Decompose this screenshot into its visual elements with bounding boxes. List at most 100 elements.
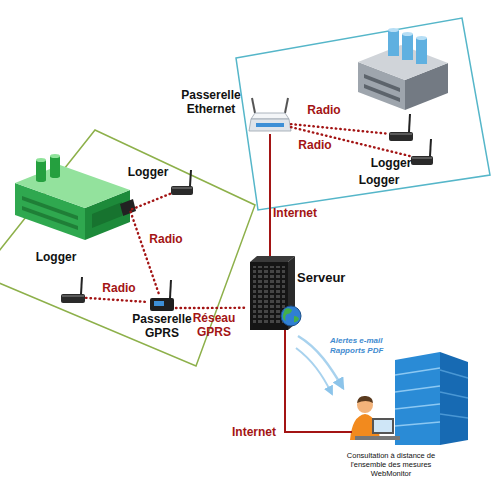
node-label: Passerelle GPRS — [128, 312, 196, 340]
user-icon — [374, 420, 392, 432]
logger-device: Logger — [60, 290, 86, 304]
server-icon — [283, 308, 292, 321]
connector-label: Radio — [305, 103, 343, 117]
connector-label: Radio — [147, 232, 185, 246]
logger-icon — [81, 277, 82, 294]
gprs-gateway: Passerelle GPRS — [148, 294, 176, 312]
factory-building — [36, 160, 46, 180]
node-label: Passerelle Ethernet — [177, 88, 245, 116]
logger-icon — [409, 114, 410, 132]
router-icon — [285, 98, 288, 113]
factory-building — [50, 154, 60, 158]
user-icon — [350, 396, 400, 440]
site-outline — [0, 130, 255, 366]
node-label: Logger — [33, 250, 79, 264]
factory-building — [364, 84, 400, 102]
logger-icon — [411, 139, 433, 165]
office-building — [440, 392, 468, 398]
logger-icon — [389, 132, 413, 141]
ethernet-gateway: Passerelle Ethernet — [249, 110, 291, 134]
connector-label: Internet — [273, 206, 325, 220]
factory-building — [92, 202, 122, 228]
office-building — [440, 370, 468, 378]
router-icon — [252, 98, 255, 113]
site-outline — [236, 18, 490, 210]
server-icon — [250, 256, 301, 330]
factory-building — [36, 178, 46, 182]
internet-link — [269, 134, 271, 256]
logger-device: Logger — [410, 152, 434, 166]
node-label: Logger — [356, 173, 402, 187]
gprs-gateway-icon — [150, 280, 174, 311]
factory-building — [15, 154, 136, 240]
factory-building — [36, 158, 46, 162]
factory-building — [402, 32, 413, 36]
factory-building — [50, 174, 60, 178]
logger-icon — [390, 133, 412, 135]
factory-building — [402, 34, 413, 60]
node-label: Logger — [368, 156, 414, 170]
alert-swoosh — [296, 348, 332, 394]
logger-device: Logger — [388, 128, 414, 142]
office-building — [395, 422, 440, 426]
user-icon — [355, 436, 400, 440]
office-building — [395, 352, 440, 445]
logger-icon — [61, 294, 85, 303]
factory-building — [358, 28, 448, 110]
logger-icon — [62, 295, 84, 297]
router-icon — [251, 113, 289, 119]
remote-user: Consultation à distance de l'ensemble de… — [352, 348, 470, 448]
connector-label: Radio — [100, 281, 138, 295]
server-icon — [253, 266, 285, 324]
logger-icon — [430, 139, 431, 156]
internet-link — [285, 330, 352, 432]
node-label: Logger — [125, 165, 171, 179]
logger-icon — [190, 170, 191, 186]
gprs-gateway-icon — [170, 280, 171, 298]
office-building — [395, 368, 440, 375]
gprs-gateway-icon — [154, 301, 164, 306]
router-icon — [249, 98, 291, 131]
factory-building — [120, 199, 136, 216]
router-icon — [256, 123, 284, 127]
factory-building — [416, 36, 427, 40]
server-icon — [250, 256, 295, 262]
server-tower: Serveur — [245, 256, 295, 330]
logger-icon — [171, 170, 193, 195]
factory-building — [22, 206, 78, 230]
gprs-gateway-icon — [150, 298, 174, 311]
radio-link — [291, 124, 388, 134]
logger-device: Logger — [170, 182, 194, 196]
factory-building — [388, 28, 399, 32]
node-label: Serveur — [297, 270, 353, 285]
logger-icon — [172, 187, 192, 189]
factory-building — [388, 30, 399, 56]
office-building — [440, 414, 468, 418]
logger-icon — [411, 156, 433, 165]
connector-label: Radio — [296, 138, 334, 152]
annotation-text: Alertes e-mail Rapports PDF — [330, 336, 394, 356]
radio-link — [291, 127, 410, 156]
radio-link — [176, 307, 245, 310]
connector-group — [86, 124, 410, 432]
router-icon — [249, 119, 291, 131]
user-icon — [357, 396, 373, 403]
office-building — [440, 352, 468, 445]
logger-icon — [171, 186, 193, 195]
connector-label: Réseau GPRS — [187, 311, 241, 339]
radio-link — [86, 298, 148, 302]
user-icon — [372, 418, 394, 434]
server-icon — [294, 316, 299, 322]
factory-building — [416, 38, 427, 64]
node-label: Consultation à distance de l'ensemble de… — [332, 451, 450, 478]
logger-icon — [412, 157, 432, 159]
logger-icon — [389, 114, 413, 141]
server-icon — [281, 306, 301, 326]
factory-building — [50, 156, 60, 176]
office-building — [395, 386, 440, 392]
connector-label: Internet — [232, 425, 284, 439]
office-building — [395, 352, 468, 445]
office-building — [395, 404, 440, 409]
